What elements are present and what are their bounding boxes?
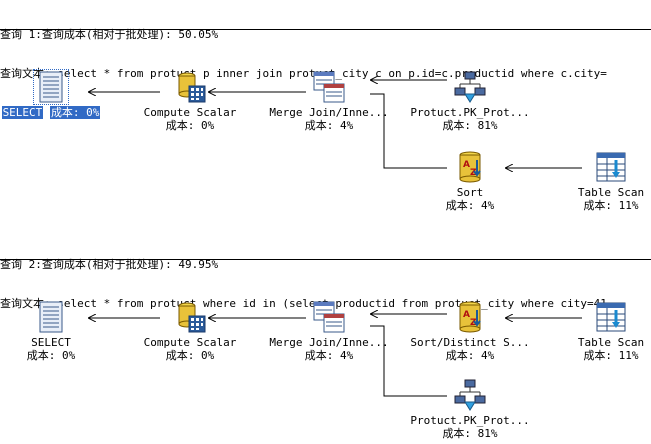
select-icon [34, 300, 68, 334]
compute-scalar-icon [173, 300, 207, 334]
q2-node-select[interactable]: SELECT 成本: 0% [0, 300, 116, 362]
node-cost: 成本: 4% [445, 349, 495, 362]
node-cost: 成本: 0% [165, 349, 215, 362]
table-scan-icon [594, 150, 628, 184]
q2-node-compute-scalar[interactable]: Compute Scalar 成本: 0% [125, 300, 255, 362]
node-cost: 成本: 4% [445, 199, 495, 212]
node-cost: 成本: 11% [583, 349, 639, 362]
query1-divider [0, 29, 651, 30]
node-cost: 成本: 4% [304, 349, 354, 362]
node-name: Compute Scalar [143, 336, 237, 349]
node-cost: 成本: 0% [49, 106, 101, 119]
node-cost: 成本: 81% [442, 427, 498, 440]
node-name: SELECT [31, 336, 71, 349]
query2-divider [0, 259, 651, 260]
q2-node-clustered-index[interactable]: Protuct.PK_Prot... 成本: 81% [405, 378, 535, 440]
node-cost: 成本: 0% [26, 349, 76, 362]
clustered-index-icon [453, 378, 487, 412]
svg-text:Z: Z [470, 168, 477, 178]
q2-node-merge-join[interactable]: Merge Join/Inne... 成本: 4% [264, 300, 394, 362]
q1-node-select[interactable]: SELECT 成本: 0% [0, 69, 116, 119]
query2-header: 查询 2:查询成本(相对于批处理): 49.95% 查询文本: select *… [0, 232, 651, 323]
q1-node-table-scan[interactable]: Table Scan 成本: 11% [546, 150, 651, 212]
q1-node-compute-scalar[interactable]: Compute Scalar 成本: 0% [125, 70, 255, 132]
node-name: Sort/Distinct S... [410, 336, 530, 349]
node-cost: 成本: 0% [165, 119, 215, 132]
node-name: Table Scan [577, 336, 645, 349]
node-cost: 成本: 81% [442, 119, 498, 132]
merge-join-icon [312, 70, 346, 104]
query1-cost-line: 查询 1:查询成本(相对于批处理): 50.05% [0, 28, 219, 41]
q1-node-clustered-index[interactable]: Protuct.PK_Prot... 成本: 81% [405, 70, 535, 132]
node-name: Merge Join/Inne... [269, 336, 389, 349]
svg-text:A: A [463, 160, 470, 170]
clustered-index-icon [453, 70, 487, 104]
query2-text-line: 查询文本: select * from protuct where id in … [0, 297, 607, 310]
node-name: Table Scan [577, 186, 645, 199]
node-name: Merge Join/Inne... [269, 106, 389, 119]
table-scan-icon [594, 300, 628, 334]
select-icon [33, 69, 69, 105]
node-name: Sort [456, 186, 484, 199]
node-name: Compute Scalar [143, 106, 237, 119]
node-name: SELECT [1, 106, 44, 119]
query2-cost-line: 查询 2:查询成本(相对于批处理): 49.95% [0, 258, 219, 271]
svg-text:Z: Z [470, 318, 477, 328]
svg-text:A: A [463, 310, 470, 320]
node-name: Protuct.PK_Prot... [410, 414, 530, 427]
q1-node-merge-join[interactable]: Merge Join/Inne... 成本: 4% [264, 70, 394, 132]
node-name: Protuct.PK_Prot... [410, 106, 530, 119]
q2-node-table-scan[interactable]: Table Scan 成本: 11% [546, 300, 651, 362]
node-cost: 成本: 11% [583, 199, 639, 212]
merge-join-icon [312, 300, 346, 334]
compute-scalar-icon [173, 70, 207, 104]
node-cost: 成本: 4% [304, 119, 354, 132]
